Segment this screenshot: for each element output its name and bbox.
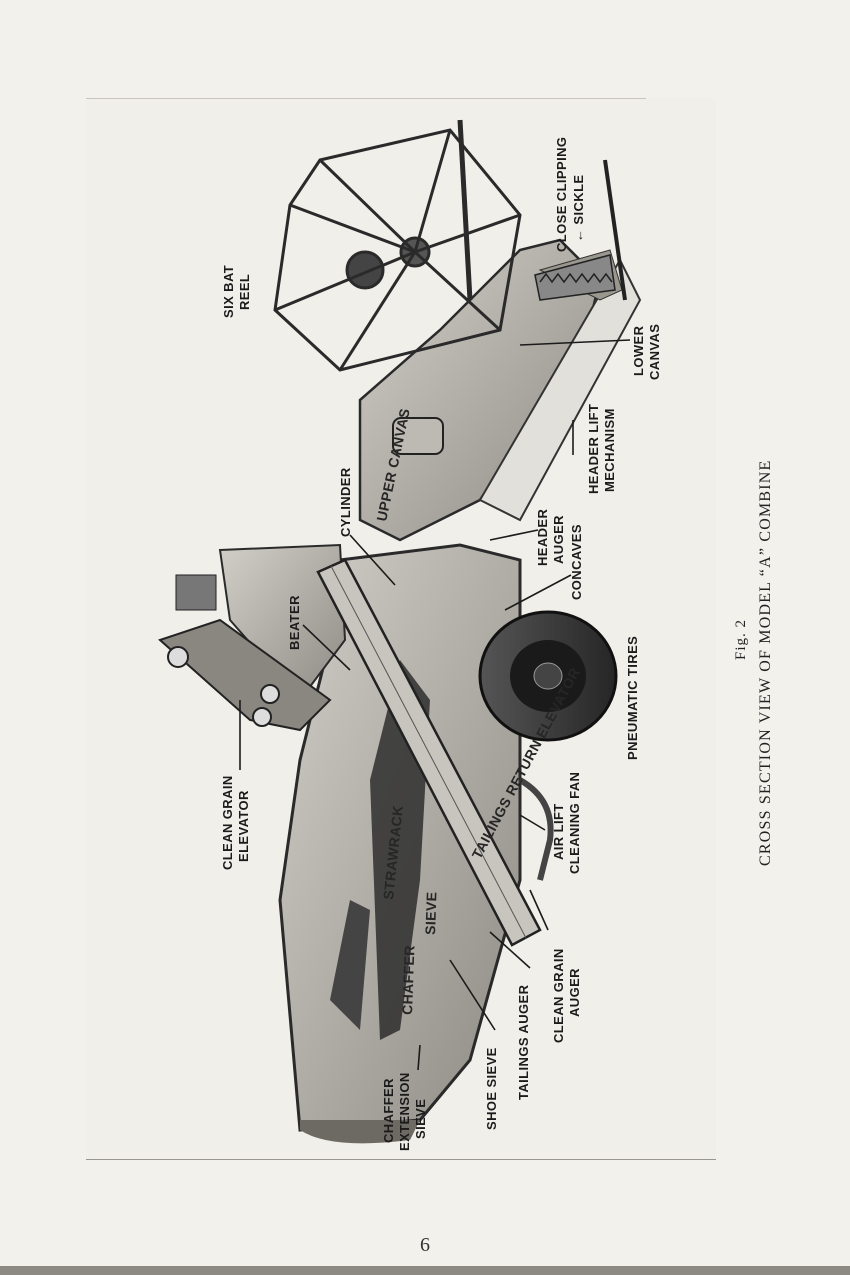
reel (273, 119, 522, 372)
label-clean-grain-2: CLEAN GRAIN (551, 948, 566, 1043)
page-edge-shadow (0, 1266, 850, 1275)
label-pneumatic-tires: PNEUMATIC TIRES (625, 636, 640, 760)
label-sickle: ← SICKLE (571, 175, 586, 242)
label-mechanism: MECHANISM (602, 408, 617, 492)
svg-text:LOWER CANVAS: LOWER CANVAS (631, 322, 662, 380)
label-beater: BEATER (287, 595, 302, 650)
cleaning-fan-duct (518, 777, 554, 881)
sickle (534, 254, 616, 301)
label-header: HEADER (535, 508, 550, 566)
pneumatic-tire (478, 610, 618, 742)
photo-top-rule (86, 98, 646, 99)
page-number: 6 (420, 1234, 430, 1256)
label-elevator: ELEVATOR (236, 790, 251, 862)
label-clean-grain: CLEAN GRAIN (220, 775, 235, 870)
label-lower-canvas-line1: LOWER (631, 325, 646, 376)
label-lower-canvas-line2: CANVAS (647, 324, 662, 380)
label-six-bat-reel-line2: REEL (237, 274, 252, 310)
label-chaffer-2: CHAFFER (381, 1078, 396, 1143)
label-tailings-auger: TAILINGS AUGER (516, 984, 531, 1100)
grain-tank (158, 543, 347, 732)
tailings-return-elevator (316, 558, 542, 947)
label-sieve-2: SIEVE (413, 1099, 428, 1139)
photo-bottom-rule (86, 1159, 716, 1160)
svg-text:CLOSE CLIPPING ← SICKL: CLOSE CLIPPING ← SICKLE (554, 133, 586, 252)
svg-text:HEADER LIFT MECHANISM: HEADER LIFT MECHANISM (586, 400, 617, 494)
label-auger: AUGER (551, 515, 566, 564)
label-shoe-sieve: SHOE SIEVE (484, 1047, 499, 1130)
svg-text:SIX BAT REEL: SIX BAT REEL (221, 261, 252, 318)
label-header-lift: HEADER LIFT (586, 404, 601, 494)
label-six-bat-reel-line1: SIX BAT (221, 265, 236, 318)
label-sieve: SIEVE (422, 891, 439, 935)
label-air-lift: AIR LIFT (551, 803, 566, 860)
svg-text:HEADER AUGER: HEADER AUGER (535, 505, 566, 566)
label-cylinder: CYLINDER (338, 467, 353, 537)
svg-text:AIR LIFT CLEANING FAN: AIR LIFT CLEANING FAN (551, 772, 582, 874)
svg-text:CLEAN GRAIN AUGER: CLEAN GRAIN AUGER (551, 944, 582, 1043)
label-auger-2: AUGER (567, 968, 582, 1017)
label-cleaning-fan: CLEANING FAN (567, 772, 582, 874)
label-extension: EXTENSION (397, 1072, 412, 1151)
svg-text:CLEAN GRAIN ELEVATOR: CLEAN GRAIN ELEVATOR (220, 771, 251, 870)
label-close-clipping: CLOSE CLIPPING (554, 137, 569, 252)
label-concaves: CONCAVES (569, 524, 584, 600)
label-chaffer: CHAFFER (399, 945, 417, 1015)
svg-text:CHAFFER EXTENSION: CHAFFER EXTENSION SIEVE (381, 1068, 428, 1151)
leader-lines (239, 339, 631, 1071)
